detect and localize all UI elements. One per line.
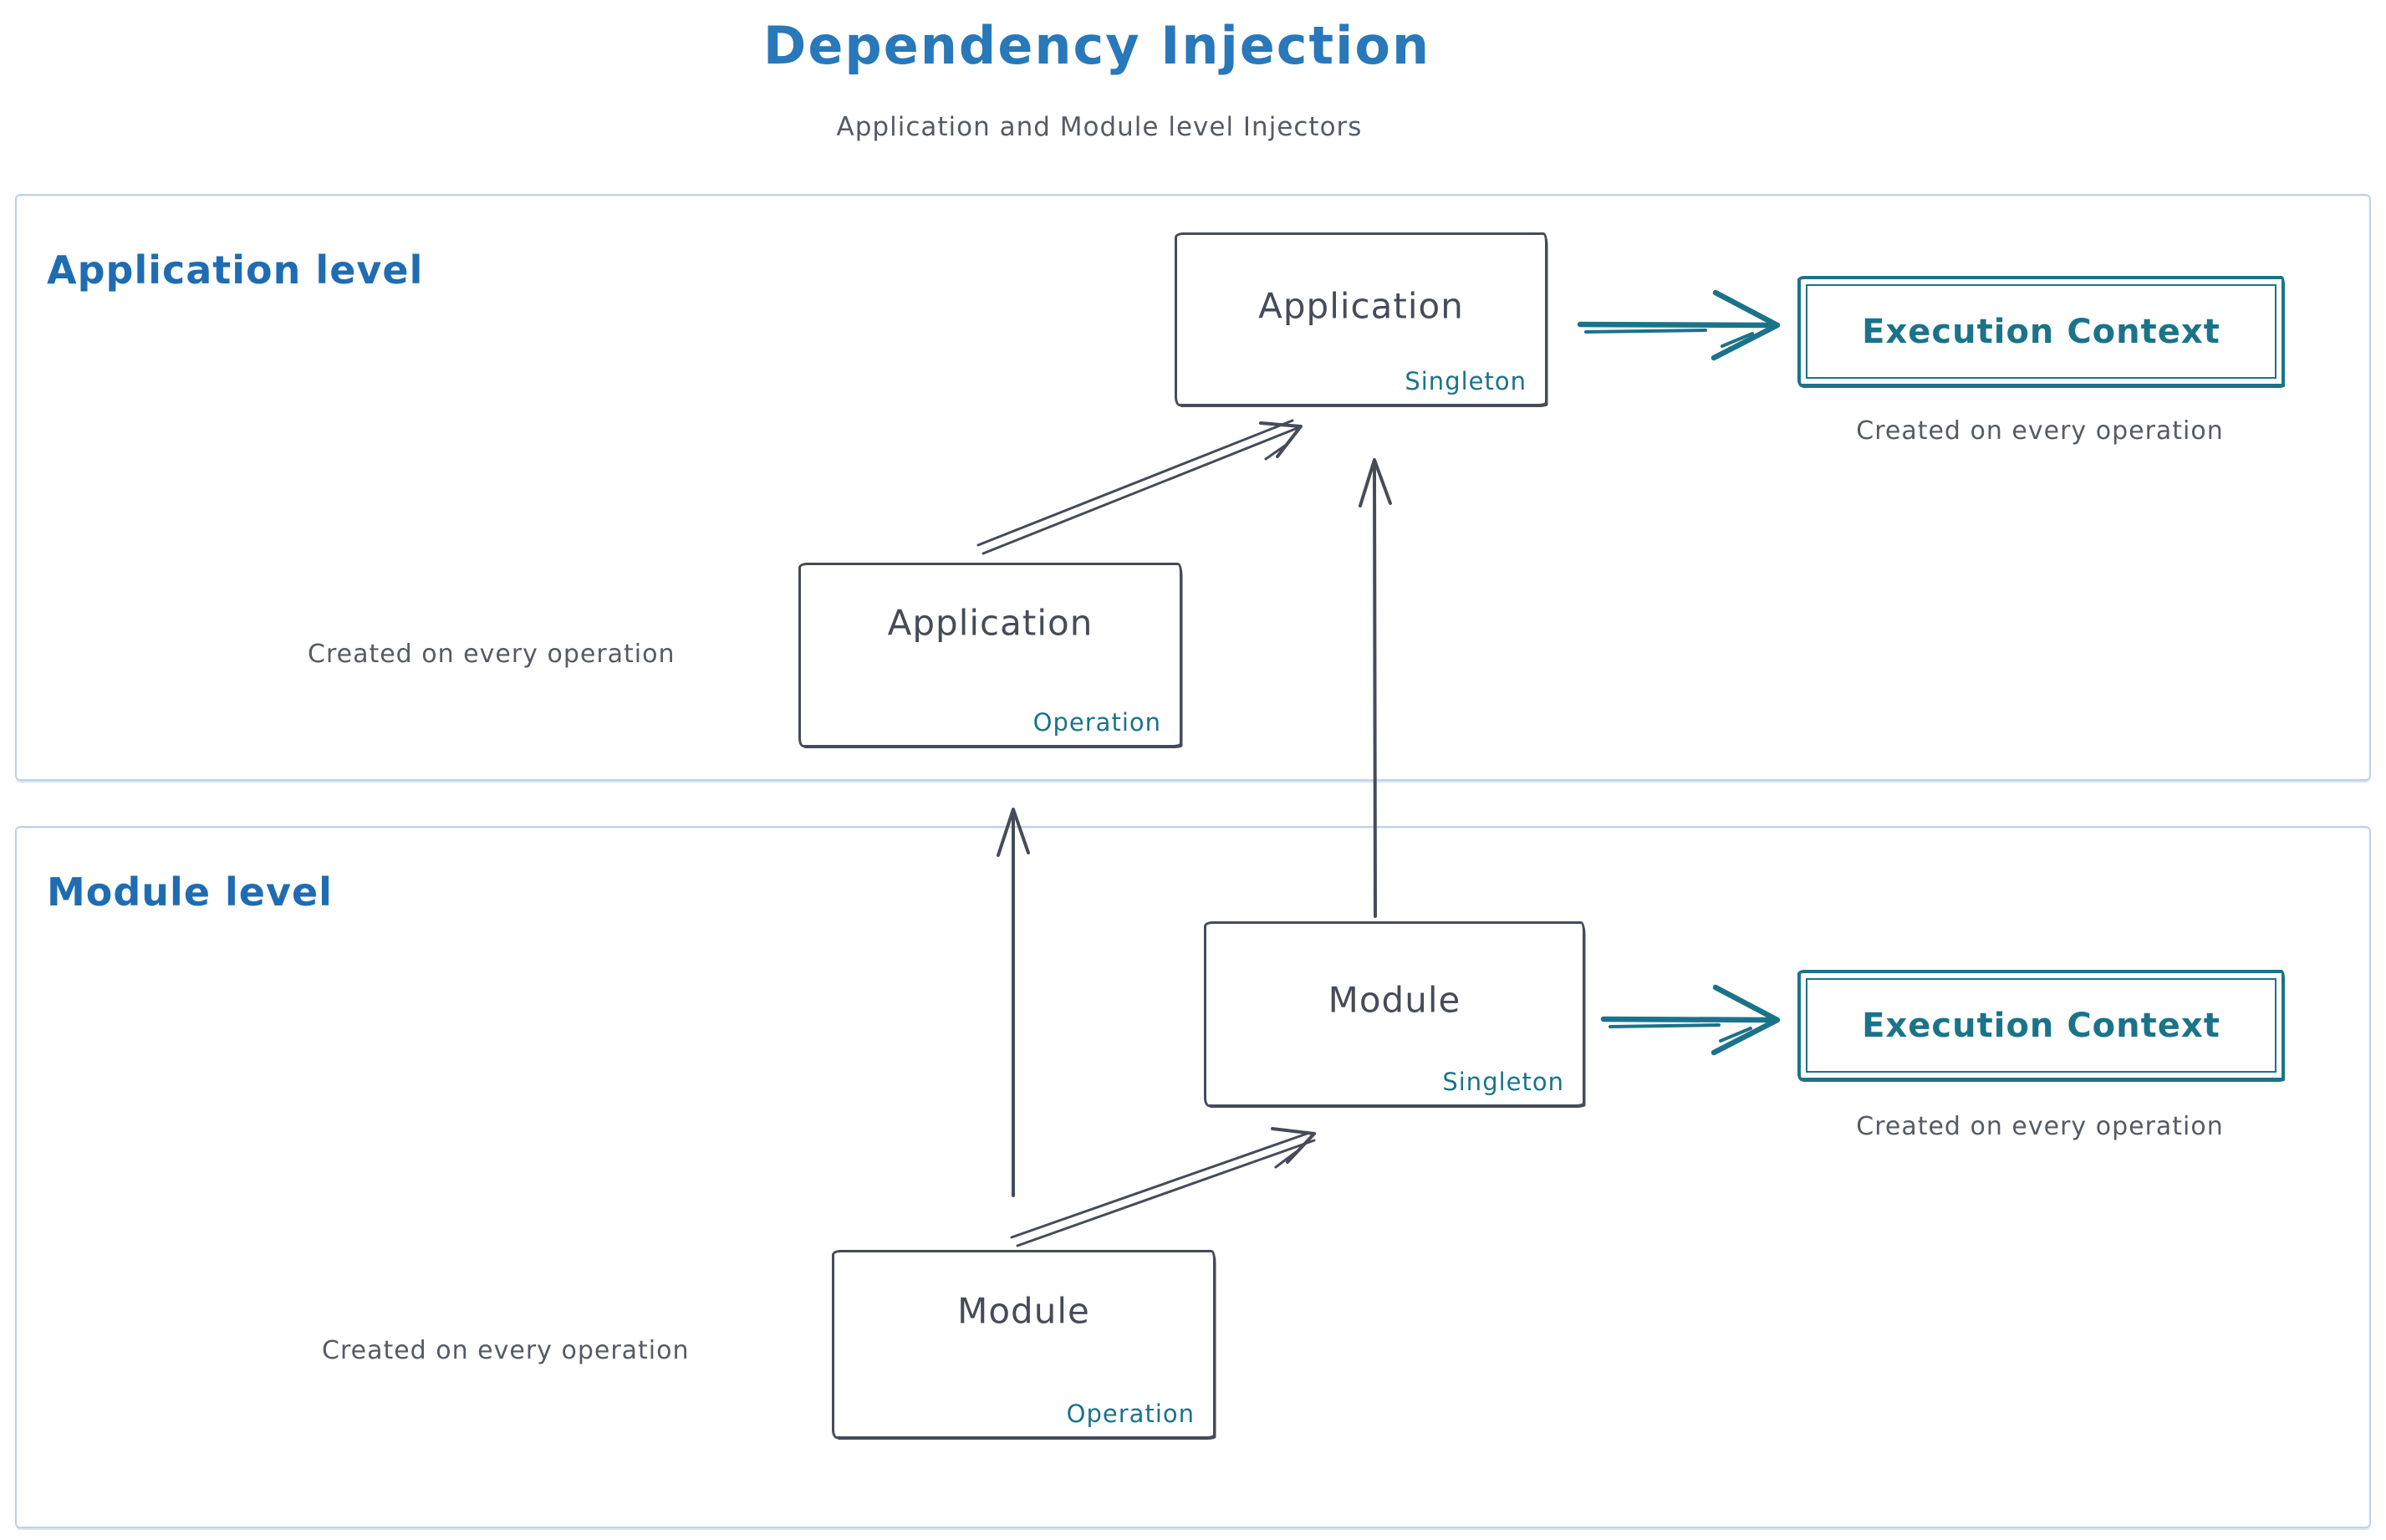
diagram-subtitle: Application and Module level Injectors [836,112,1363,142]
application-execution-context-label: Execution Context [1862,312,2220,351]
application-execution-context-box: Execution Context [1797,276,2285,387]
module-operation-scope: Operation [1066,1400,1195,1428]
application-level-label: Application level [47,247,424,293]
module-level-label: Module level [47,869,333,915]
application-singleton-box: Application Singleton [1175,232,1547,406]
application-singleton-scope: Singleton [1405,367,1527,395]
application-operation-title: Application [887,602,1094,644]
module-level-container [15,826,2371,1528]
module-execution-context-label: Execution Context [1862,1006,2220,1045]
application-operation-box: Application Operation [798,563,1182,747]
module-singleton-title: Module [1328,979,1461,1021]
module-execution-context-note: Created on every operation [1856,1112,2224,1141]
application-level-container [15,194,2371,781]
application-operation-scope: Operation [1032,708,1161,737]
module-singleton-box: Module Singleton [1204,921,1585,1107]
module-operation-title: Module [957,1290,1090,1332]
module-execution-context-box: Execution Context [1797,970,2285,1081]
module-singleton-scope: Singleton [1442,1068,1564,1096]
application-execution-context-note: Created on every operation [1856,416,2224,446]
application-singleton-title: Application [1258,285,1464,327]
diagram-title: Dependency Injection [762,15,1431,76]
module-operation-box: Module Operation [832,1250,1216,1439]
application-operation-note: Created on every operation [308,640,676,669]
module-operation-note: Created on every operation [322,1336,690,1365]
